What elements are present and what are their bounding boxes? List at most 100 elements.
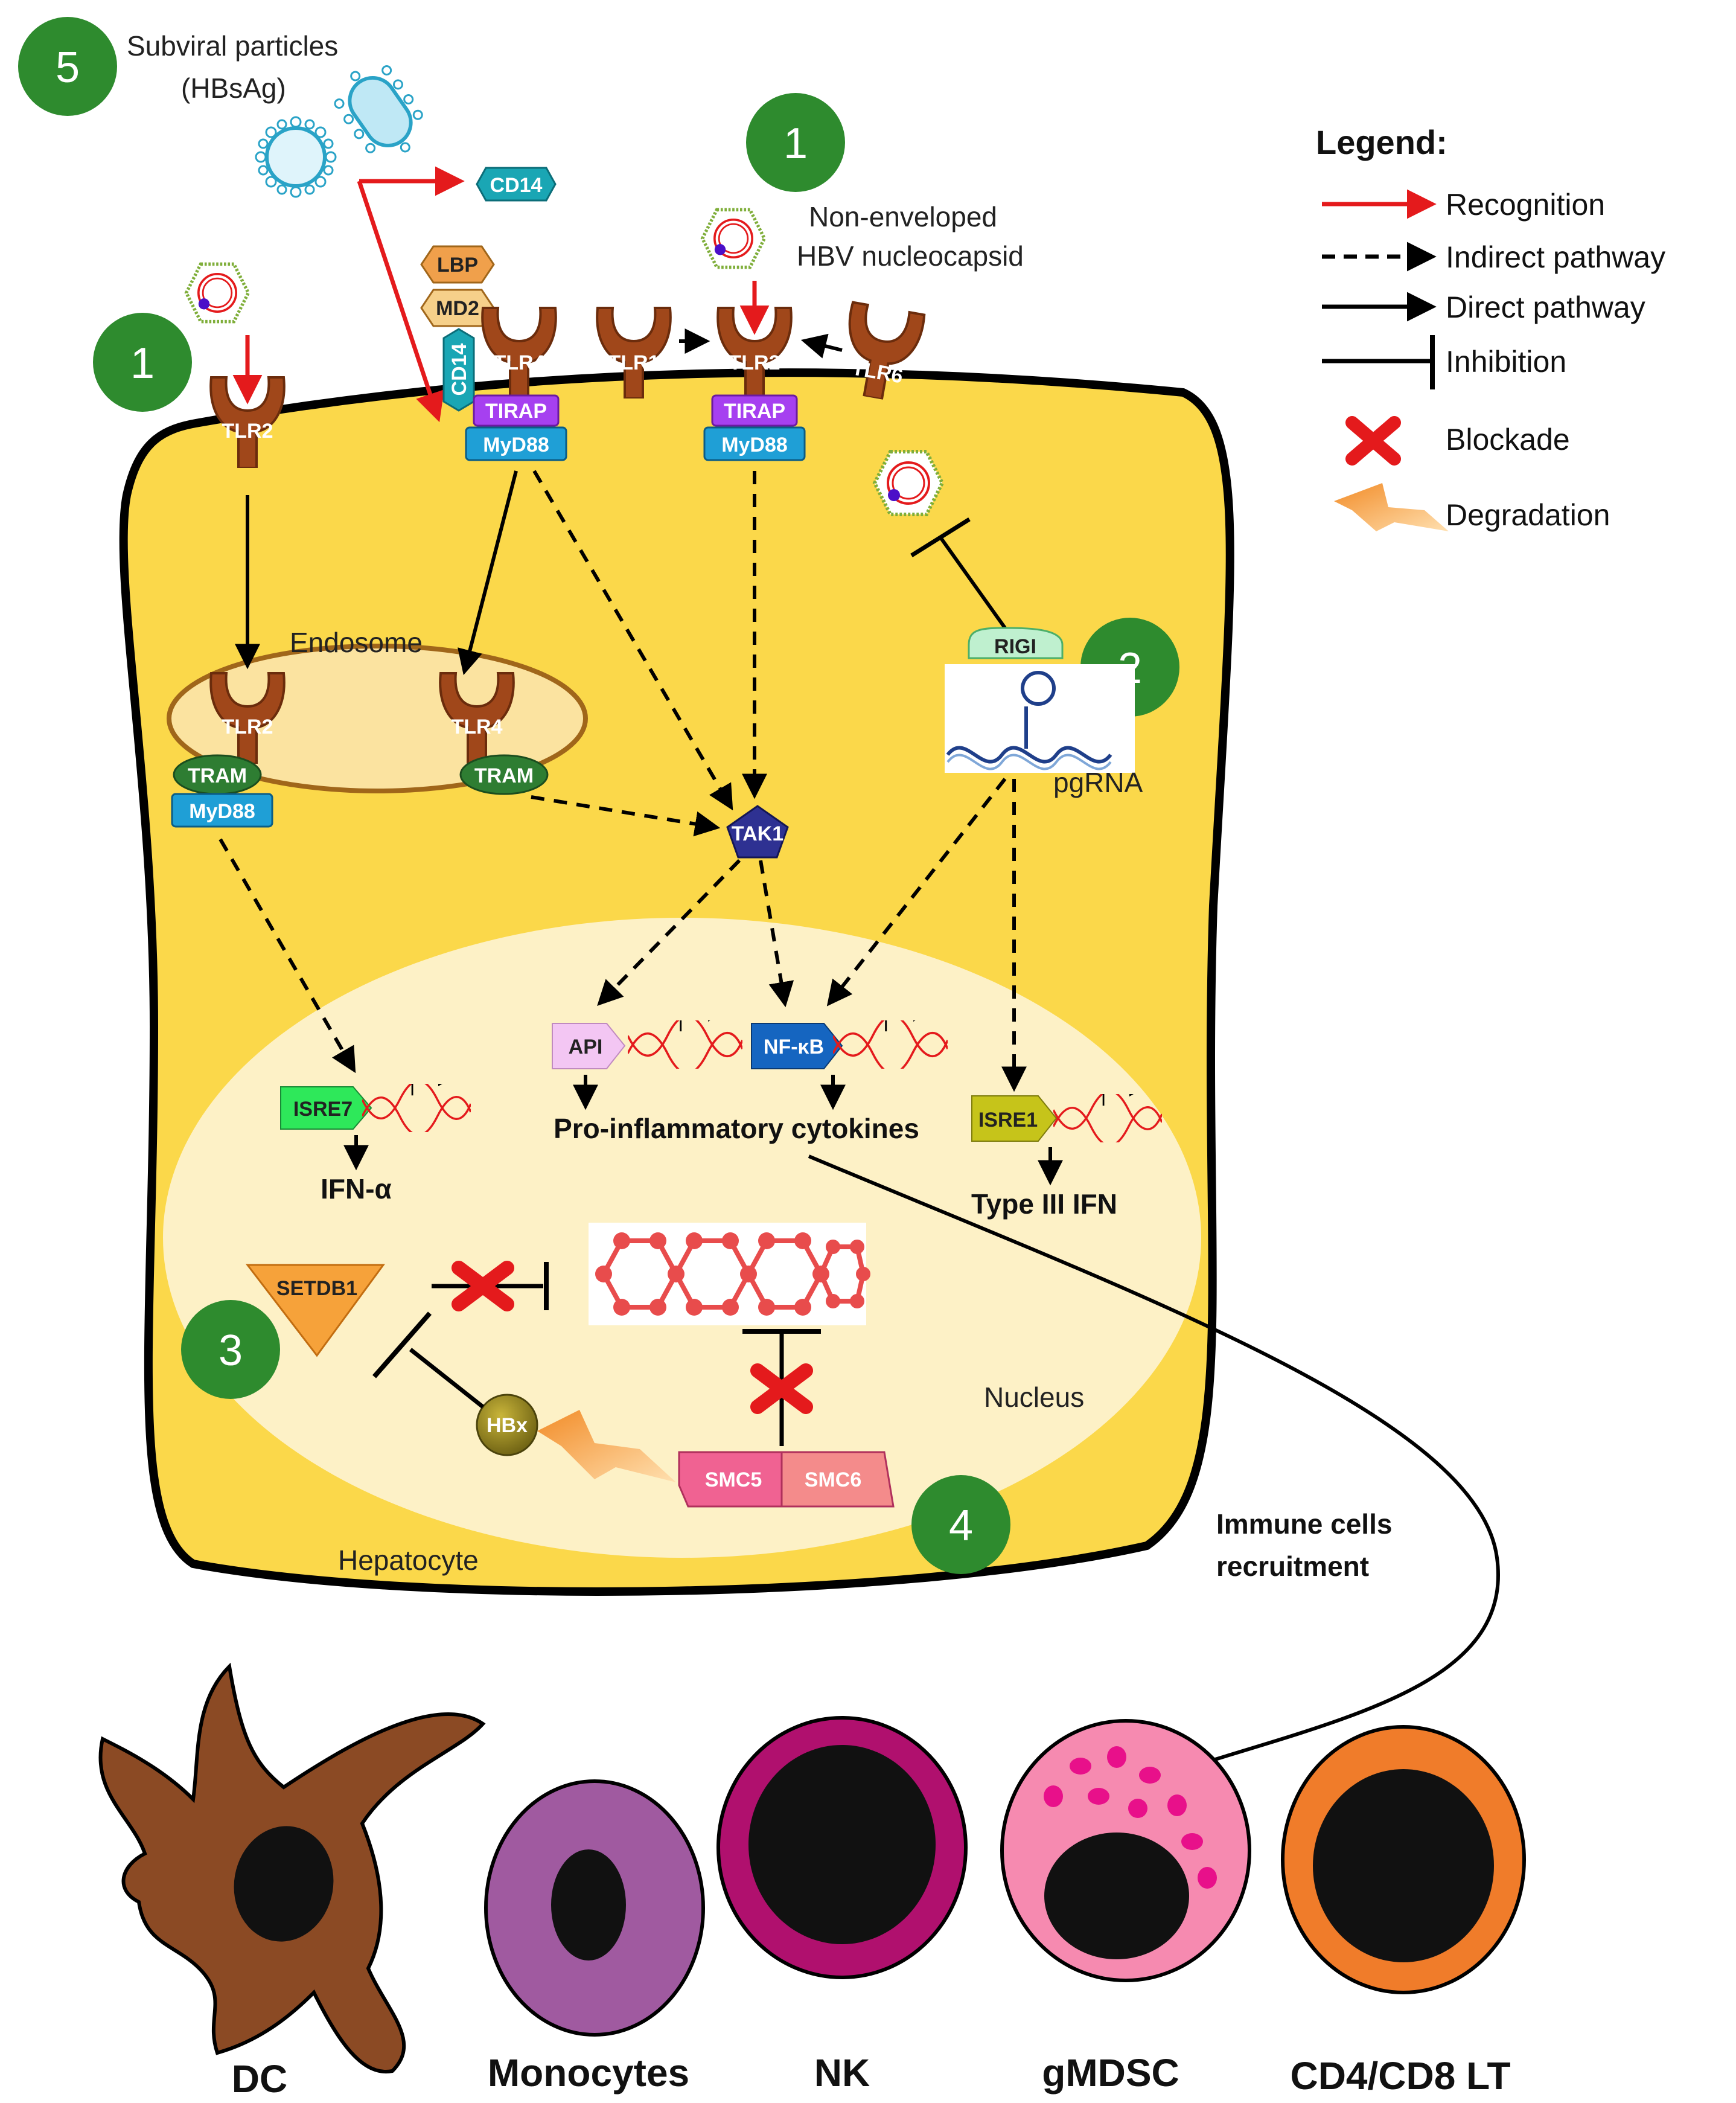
tak1: TAK1 <box>726 805 789 859</box>
hbx: HBx <box>476 1394 538 1456</box>
pgrna-label: pgRNA <box>1053 767 1143 798</box>
svg-text:MyD88: MyD88 <box>721 434 788 456</box>
nucleocapsid-icon-top <box>703 210 765 267</box>
nucleocapsid-icon-left <box>187 264 249 321</box>
smc5: SMC5 <box>678 1451 783 1508</box>
svg-text:LBP: LBP <box>437 254 478 277</box>
badge-1-top: 1 <box>746 93 845 192</box>
svg-text:Blockade: Blockade <box>1446 423 1570 456</box>
svg-text:TIRAP: TIRAP <box>724 400 785 423</box>
svg-text:ISRE1: ISRE1 <box>978 1109 1038 1132</box>
gmdsc-label: gMDSC <box>1042 2051 1179 2095</box>
endosome-label: Endosome <box>290 627 423 658</box>
svg-text:SMC5: SMC5 <box>705 1468 762 1491</box>
svg-text:Degradation: Degradation <box>1446 498 1610 532</box>
subviral-label-1: Subviral particles <box>127 30 338 62</box>
hbsag-sphere-icon <box>256 117 336 197</box>
svg-text:MyD88: MyD88 <box>483 434 549 456</box>
nk-cell <box>716 1716 968 1979</box>
hbsag-filament-icon <box>334 65 423 153</box>
svg-text:TRAM: TRAM <box>188 764 247 787</box>
monocyte-cell <box>484 1779 705 2037</box>
dc-label: DC <box>232 2057 287 2101</box>
recruitment-label-2: recruitment <box>1216 1551 1369 1582</box>
nucleus-label: Nucleus <box>984 1381 1084 1413</box>
svg-text:SETDB1: SETDB1 <box>276 1277 357 1300</box>
tlr2-left-label: TLR2 <box>222 420 273 443</box>
indirect-pathways <box>219 470 1027 1092</box>
lt-cell <box>1281 1725 1526 1994</box>
recruitment-label-1: Immune cells <box>1216 1508 1392 1540</box>
svg-text:1: 1 <box>783 120 808 168</box>
badge-1-left: 1 <box>93 313 192 412</box>
tlr2-endosome-label: TLR2 <box>222 715 273 738</box>
tlr1-label: TLR1 <box>608 351 660 374</box>
ap1: API <box>552 1023 626 1069</box>
cd14-free: CD14 <box>476 167 557 202</box>
svg-text:HBx: HBx <box>487 1414 528 1437</box>
pgrna-icon <box>945 664 1135 773</box>
tram-2: TRAM <box>459 754 549 795</box>
lt-label: CD4/CD8 LT <box>1290 2054 1510 2098</box>
svg-text:Recognition: Recognition <box>1446 188 1605 222</box>
badge-5: 5 <box>18 17 117 116</box>
degradation-bolt-icon <box>537 1410 676 1482</box>
ifn-alpha-label: IFN-α <box>321 1173 392 1205</box>
svg-text:CD14: CD14 <box>490 174 543 197</box>
myd88-1: MyD88 <box>465 426 567 461</box>
cd14-membrane: CD14 <box>442 328 475 412</box>
dc-cell <box>98 1662 486 2074</box>
hbx-inhibits-setdb1 <box>372 1311 485 1409</box>
svg-text:Indirect pathway: Indirect pathway <box>1446 240 1665 274</box>
svg-text:MyD88: MyD88 <box>189 800 255 823</box>
type3-ifn-label: Type III IFN <box>971 1188 1117 1220</box>
svg-text:CD14: CD14 <box>448 343 471 395</box>
tlr6-to-tlr2-arrow <box>800 333 843 359</box>
immune-recruitment-arrow <box>808 1154 1500 1784</box>
svg-text:MD2: MD2 <box>436 297 479 320</box>
svg-text:Inhibition: Inhibition <box>1446 345 1566 379</box>
tirap-1: TIRAP <box>473 394 560 427</box>
svg-text:TRAM: TRAM <box>474 764 534 787</box>
legend: Legend: Recognition Indirect pathway Dir… <box>1316 123 1665 532</box>
setdb1: SETDB1 <box>245 1264 385 1357</box>
nfkb: NF-κB <box>751 1023 843 1069</box>
tirap-2: TIRAP <box>711 394 798 427</box>
isre7: ISRE7 <box>280 1086 372 1130</box>
svg-text:SMC6: SMC6 <box>805 1468 861 1491</box>
output-arrows <box>343 1075 1063 1186</box>
lbp: LBP <box>420 245 495 284</box>
svg-text:TAK1: TAK1 <box>732 822 783 845</box>
svg-text:RIGI: RIGI <box>994 635 1036 658</box>
svg-text:4: 4 <box>949 1502 973 1550</box>
svg-text:TIRAP: TIRAP <box>485 400 547 423</box>
subviral-label-2: (HBsAg) <box>181 72 286 104</box>
svg-text:Direct pathway: Direct pathway <box>1446 290 1645 324</box>
direct-arrow-tlr4 <box>458 470 518 676</box>
svg-text:5: 5 <box>56 43 80 92</box>
svg-text:API: API <box>569 1035 603 1058</box>
tlr4-surface-label: TLR4 <box>494 351 545 374</box>
tlr2-center-label: TLR2 <box>729 351 780 374</box>
svg-text:3: 3 <box>219 1327 243 1375</box>
blockade-x-setdb1 <box>452 1261 514 1311</box>
myd88-2: MyD88 <box>703 426 806 461</box>
tram-1: TRAM <box>173 754 262 795</box>
rigi: RIGI <box>968 627 1064 659</box>
badge-4: 4 <box>911 1475 1010 1574</box>
isre1: ISRE1 <box>971 1095 1058 1142</box>
svg-text:ISRE7: ISRE7 <box>293 1098 353 1121</box>
recognition-arrow-tlr4 <box>357 180 444 423</box>
rigi-inhibition <box>910 517 1007 629</box>
cccdna-chromatin-icon <box>589 1223 870 1325</box>
svg-text:NF-κB: NF-κB <box>764 1035 824 1058</box>
nucleocapsid-label-1: Non-enveloped <box>809 201 997 232</box>
pro-inflammatory-label: Pro-inflammatory cytokines <box>554 1113 919 1144</box>
svg-text:Legend:: Legend: <box>1316 123 1447 161</box>
hepatocyte-label: Hepatocyte <box>338 1544 479 1576</box>
gmdsc-cell <box>1000 1719 1251 1982</box>
monocytes-label: Monocytes <box>488 2051 689 2095</box>
smc6: SMC6 <box>780 1451 895 1508</box>
myd88-endosome: MyD88 <box>171 793 273 828</box>
